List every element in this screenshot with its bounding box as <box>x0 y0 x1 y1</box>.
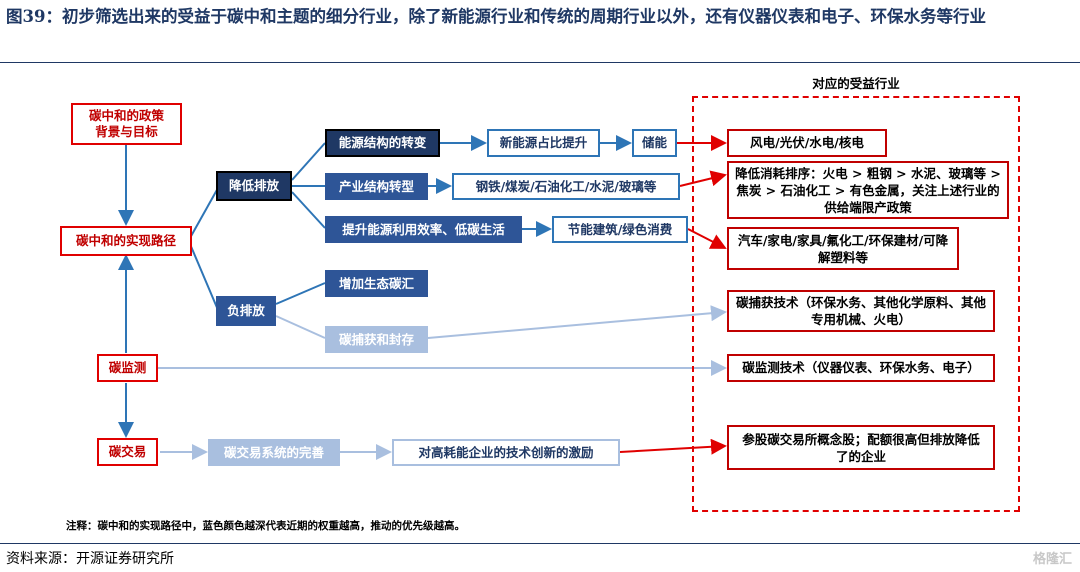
watermark-logo: 格隆汇 <box>1032 552 1072 567</box>
benefit-2-box: 降低消耗排序：火电 > 粗钢 > 水泥、玻璃等 > 焦炭 > 石油化工 > 有色… <box>727 161 1009 219</box>
title-divider <box>0 62 1080 63</box>
arrow-benefit-6 <box>619 438 727 455</box>
policy-box: 碳中和的政策背景与目标 <box>71 103 182 145</box>
path-box: 碳中和的实现路径 <box>60 226 192 256</box>
heavy-industry-box: 钢铁/煤炭/石油化工/水泥/玻璃等 <box>452 173 680 200</box>
source-text: 资料来源：开源证券研究所 <box>6 551 174 567</box>
benefit-4-label: 碳捕获技术（环保水务、其他化学原料、其他专用机械、火电） <box>735 295 986 327</box>
arrow-benefit-3 <box>687 228 727 249</box>
benefit-5-box: 碳监测技术（仪器仪表、环保水务、电子） <box>727 354 995 382</box>
ccs-box: 碳捕获和封存 <box>325 326 428 353</box>
link-path-negative <box>189 243 219 311</box>
arrow-benefit-4 <box>427 305 727 339</box>
reduce-emission-box: 降低排放 <box>216 171 292 201</box>
trade-box: 碳交易 <box>97 438 158 466</box>
benefit-4-box: 碳捕获技术（环保水务、其他化学原料、其他专用机械、火电） <box>727 290 995 332</box>
link-negative-ccs <box>275 315 326 339</box>
trade-system-box: 碳交易系统的完善 <box>208 439 340 466</box>
footer-divider <box>0 543 1080 544</box>
negative-emission-box: 负排放 <box>216 296 276 326</box>
benefit-area-label: 对应的受益行业 <box>812 76 900 91</box>
benefit-6-label: 参股碳交易所概念股；配额很高但排放降低了的企业 <box>742 431 980 464</box>
benefit-3-label: 汽车/家电/家具/氟化工/环保建材/可降解塑料等 <box>737 232 949 265</box>
incentive-box: 对高耗能企业的技术创新的激励 <box>392 439 620 466</box>
benefit-6-box: 参股碳交易所概念股；配额很高但排放降低了的企业 <box>727 425 995 470</box>
link-negative-eco <box>275 282 326 305</box>
eco-sink-box: 增加生态碳汇 <box>325 270 428 297</box>
link-reduce-energy <box>291 142 326 181</box>
green-consumption-box: 节能建筑/绿色消费 <box>552 216 688 243</box>
arrow-benefit-2 <box>679 170 727 187</box>
policy-label: 碳中和的政策背景与目标 <box>88 108 164 139</box>
energy-structure-box: 能源结构的转变 <box>325 129 440 157</box>
new-energy-box: 新能源占比提升 <box>487 129 600 157</box>
efficiency-box: 提升能源利用效率、低碳生活 <box>325 216 522 243</box>
monitor-box: 碳监测 <box>97 354 158 382</box>
storage-box: 储能 <box>632 129 677 157</box>
benefit-2-label: 降低消耗排序：火电 > 粗钢 > 水泥、玻璃等 > 焦炭 > 石油化工 > 有色… <box>735 165 1001 215</box>
figure-title: 图39：初步筛选出来的受益于碳中和主题的细分行业，除了新能源行业和传统的周期行业… <box>6 7 986 26</box>
link-reduce-efficiency <box>291 191 326 229</box>
benefit-1-box: 风电/光伏/水电/核电 <box>727 129 887 157</box>
industry-structure-box: 产业结构转型 <box>325 173 428 200</box>
benefit-3-box: 汽车/家电/家具/氟化工/环保建材/可降解塑料等 <box>727 227 959 270</box>
diagram-note: 注释：碳中和的实现路径中，蓝色颜色越深代表近期的权重越高，推动的优先级越高。 <box>66 520 465 532</box>
benefit-area-frame <box>692 96 1020 512</box>
link-path-reduce <box>189 187 219 239</box>
